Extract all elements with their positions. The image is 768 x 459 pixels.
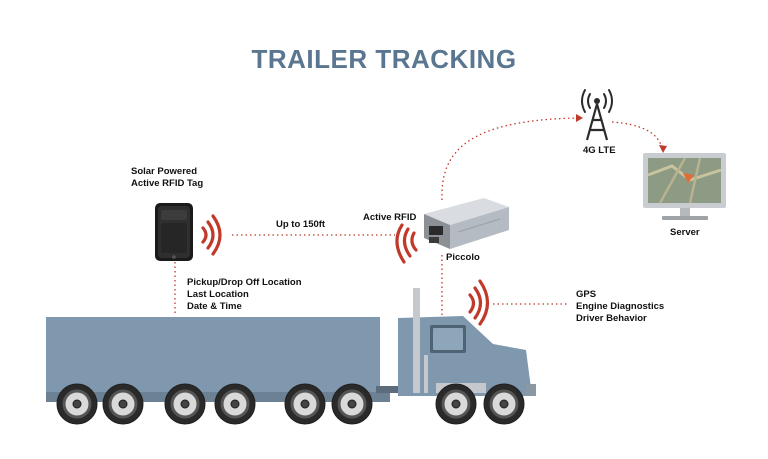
- piccolo-device-icon: [424, 198, 509, 249]
- truck-data-item: Driver Behavior: [576, 313, 647, 324]
- arrow-head-server: [659, 145, 667, 153]
- wheel-icon: [102, 383, 144, 425]
- lte-label: 4G LTE: [583, 145, 616, 156]
- tag-signal-waves-icon: [201, 214, 222, 256]
- connection-links: [174, 117, 663, 318]
- wheel-icon: [56, 383, 98, 425]
- wheels: [56, 383, 525, 425]
- wheel-icon: [284, 383, 326, 425]
- truck-data-item: Engine Diagnostics: [576, 301, 665, 312]
- arrow-head-tower: [576, 114, 583, 122]
- wheel-icon: [214, 383, 256, 425]
- piccolo-signal-waves-icon: [395, 223, 418, 264]
- rfid-tag-icon: [155, 203, 193, 261]
- wheel-icon: [483, 383, 525, 425]
- range-label: Up to 150ft: [276, 219, 326, 230]
- wheel-icon: [331, 383, 373, 425]
- truck-data-list: GPS Engine Diagnostics Driver Behavior: [576, 289, 664, 325]
- tag-data-item: Pickup/Drop Off Location: [187, 277, 302, 288]
- truck-signal-waves-icon: [468, 279, 490, 326]
- wheel-icon: [435, 383, 477, 425]
- link-tower-to-server: [611, 121, 663, 149]
- piccolo-label: Piccolo: [446, 252, 480, 263]
- active-rfid-label: Active RFID: [363, 212, 417, 223]
- tag-data-item: Last Location: [187, 289, 249, 300]
- tag-data-list: Pickup/Drop Off Location Last Location D…: [187, 277, 302, 313]
- server-monitor-icon: [643, 153, 726, 220]
- wheel-icon: [164, 383, 206, 425]
- server-label: Server: [670, 227, 700, 238]
- tag-data-item: Date & Time: [187, 301, 242, 312]
- cell-tower-icon: [581, 89, 613, 141]
- truck-data-item: GPS: [576, 289, 597, 300]
- link-piccolo-to-tower: [441, 117, 579, 201]
- rfid-tag-label: Solar Powered Active RFID Tag: [131, 166, 204, 189]
- diagram-title: TRAILER TRACKING: [251, 44, 517, 74]
